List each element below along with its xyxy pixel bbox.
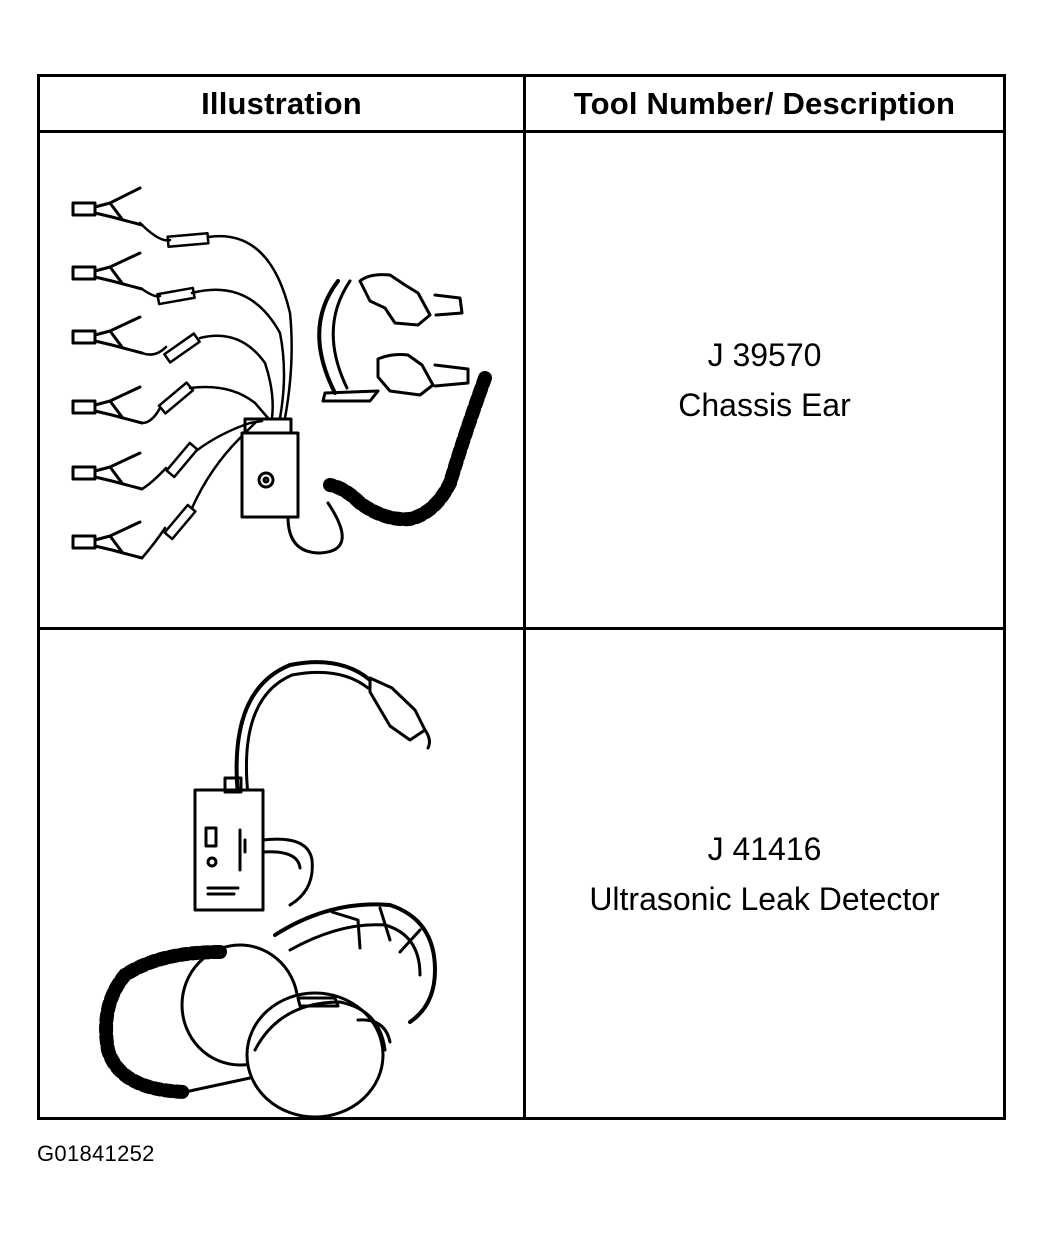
column-divider xyxy=(523,77,526,1117)
row-2-description-cell: J 41416 Ultrasonic Leak Detector xyxy=(526,630,1003,1117)
tool-description: Chassis Ear xyxy=(678,387,851,423)
chassis-ear-tool-icon xyxy=(71,186,492,560)
header-tool-description: Tool Number/ Description xyxy=(573,85,956,121)
row-divider xyxy=(40,627,1003,630)
ultrasonic-leak-detector-icon xyxy=(99,660,437,1117)
row-1-illustration-cell xyxy=(40,133,523,627)
figure-id: G01841252 xyxy=(37,1141,155,1166)
tool-number: J 41416 xyxy=(707,830,822,867)
tool-table: Illustration Tool Number/ Description xyxy=(37,74,1006,1120)
tool-description: Ultrasonic Leak Detector xyxy=(589,880,940,917)
row-2-illustration-cell xyxy=(40,630,523,1117)
row-1-description-cell: J 39570 Chassis Ear xyxy=(526,133,1003,627)
tool-number: J 39570 xyxy=(707,337,822,373)
header-illustration: Illustration xyxy=(201,85,362,121)
header-divider xyxy=(40,130,1003,133)
